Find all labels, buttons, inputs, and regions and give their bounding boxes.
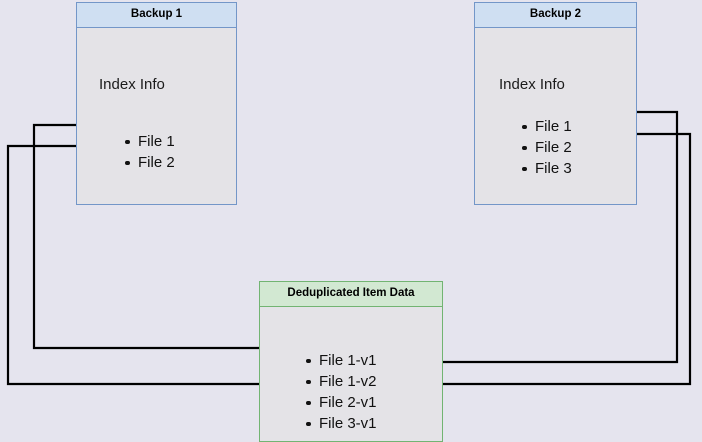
list-item: File 3-v1 (306, 413, 377, 434)
list-item: File 1 (522, 116, 572, 137)
node-backup1-index-info-label: Index Info (99, 75, 165, 93)
node-backup2-index-info-label: Index Info (499, 75, 565, 93)
node-backup1-file-list: File 1 File 2 (125, 131, 175, 173)
list-item: File 2 (125, 152, 175, 173)
node-dedup-body: File 1-v1 File 1-v2 File 2-v1 File 3-v1 (260, 306, 442, 441)
list-item: File 3 (522, 158, 572, 179)
list-item: File 1 (125, 131, 175, 152)
node-backup1-header: Backup 1 (77, 3, 236, 28)
list-item: File 2 (522, 137, 572, 158)
node-backup2-file-list: File 1 File 2 File 3 (522, 116, 572, 179)
list-item: File 2-v1 (306, 392, 377, 413)
list-item: File 1-v2 (306, 371, 377, 392)
node-backup1[interactable]: Backup 1 Index Info File 1 File 2 (76, 2, 237, 205)
node-backup2[interactable]: Backup 2 Index Info File 1 File 2 File 3 (474, 2, 637, 205)
node-backup2-header: Backup 2 (475, 3, 636, 28)
node-backup2-body: Index Info File 1 File 2 File 3 (475, 27, 636, 204)
node-backup1-body: Index Info File 1 File 2 (77, 27, 236, 204)
list-item: File 1-v1 (306, 350, 377, 371)
node-dedup-item-list: File 1-v1 File 1-v2 File 2-v1 File 3-v1 (306, 350, 377, 434)
node-dedup-header: Deduplicated Item Data (260, 282, 442, 307)
node-deduplicated-item-data[interactable]: Deduplicated Item Data File 1-v1 File 1-… (259, 281, 443, 442)
